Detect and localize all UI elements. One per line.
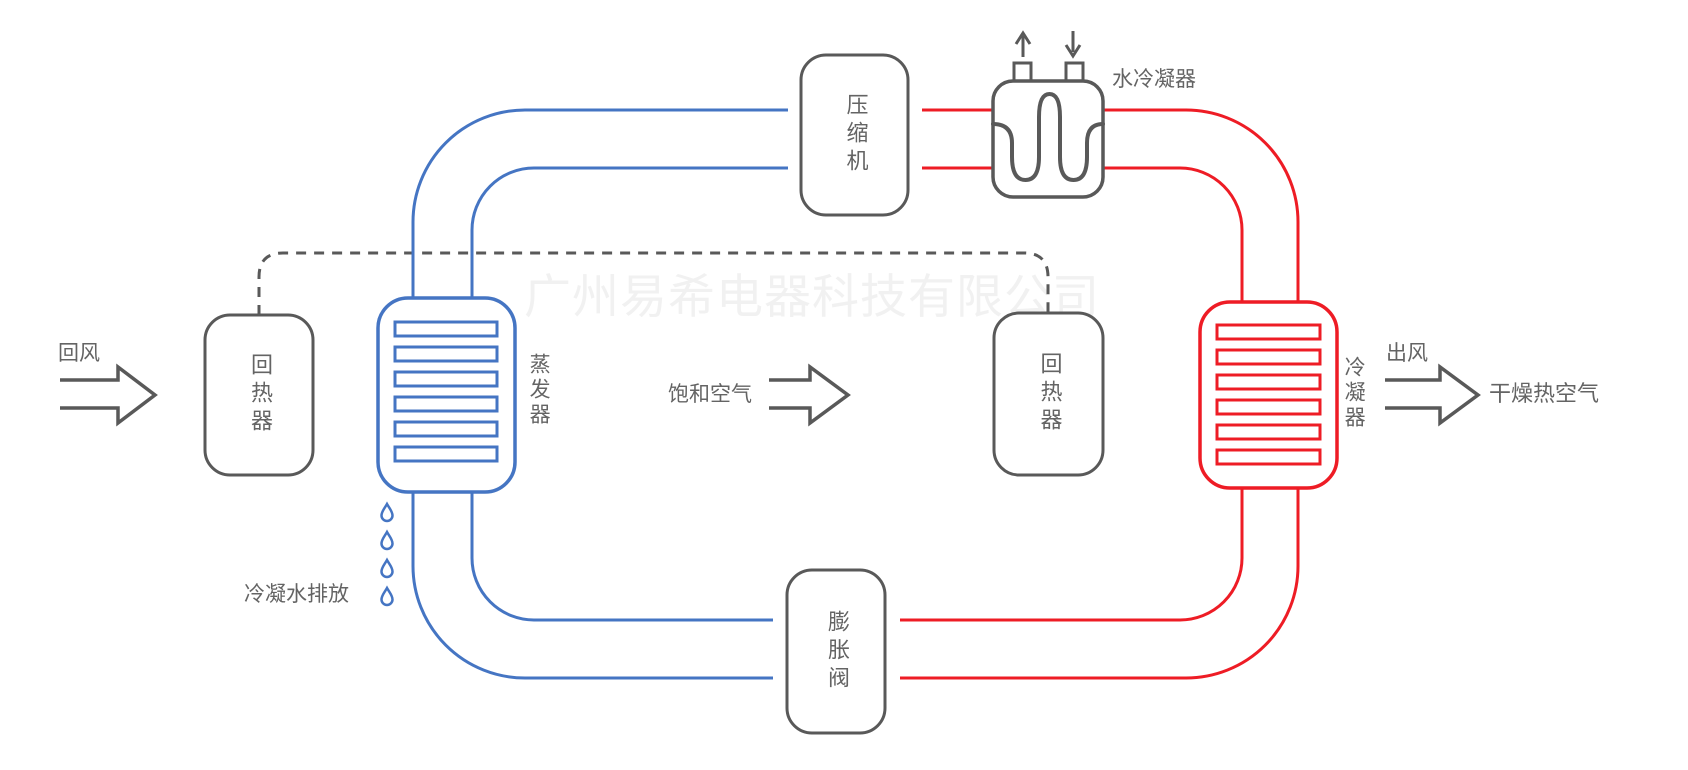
saturated-air-arrow-icon [769, 363, 851, 427]
water-condenser-body [991, 79, 1105, 199]
compressor-box [799, 53, 910, 217]
evaporator-label: 蒸发器 [527, 353, 552, 428]
coil-bar [393, 370, 499, 388]
water-droplet-icon [380, 501, 394, 523]
air-out-label: 出风 [1386, 341, 1428, 365]
coil-bar [393, 345, 499, 363]
water-condenser-port-out [1012, 61, 1033, 83]
saturated-air-label: 饱和空气 [668, 382, 752, 406]
watermark-text: 广州易希电器科技有限公司 [524, 270, 1100, 325]
evaporator-to-compressor-pipe-outer [411, 108, 788, 300]
reheater-left-label: 回热器 [247, 353, 272, 437]
coil-bar [1215, 373, 1322, 391]
coil-bar [1215, 448, 1322, 466]
water-condenser-port-in [1064, 61, 1085, 83]
coil-bar [393, 320, 499, 338]
air-out-arrow-icon [1385, 363, 1481, 427]
condenser-coil [1198, 300, 1339, 490]
evaporator-to-compressor-pipe-inner [470, 166, 788, 300]
condenser-to-expansion-valve-pipe-inner [900, 488, 1244, 622]
water-condenser-label: 水冷凝器 [1112, 67, 1196, 91]
watercondenser-to-condenser-pipe-outer [1103, 108, 1300, 302]
water-condenser-serpentine-tube [991, 91, 1105, 183]
condenser-to-expansion-valve-pipe-outer [900, 488, 1300, 680]
coil-bar [393, 420, 499, 438]
water-out-arrow-icon [1014, 30, 1032, 57]
coil-bar [1215, 323, 1322, 341]
reheater-left-box [203, 313, 315, 477]
coil-bar [393, 445, 499, 463]
coil-bar [1215, 423, 1322, 441]
watercondenser-to-condenser-pipe-inner [1103, 166, 1244, 302]
coil-bar [393, 395, 499, 413]
condensate-drain-label: 冷凝水排放 [244, 582, 349, 606]
return-air-arrow-icon [60, 363, 158, 427]
compressor-label: 压缩机 [842, 93, 868, 177]
hot-pipes [900, 108, 1300, 680]
water-droplet-icon [380, 529, 394, 551]
evaporator-coil [376, 296, 517, 494]
expansion-valve-to-evaporator-pipe-inner [470, 490, 773, 622]
coil-bar [1215, 398, 1322, 416]
condenser-label: 冷凝器 [1342, 356, 1367, 431]
water-droplet-icon [380, 557, 394, 579]
water-in-arrow-icon [1064, 31, 1082, 59]
expansion-valve-label: 膨胀阀 [824, 609, 849, 694]
dry-hot-air-label: 干燥热空气 [1489, 382, 1600, 407]
water-condenser-unit [991, 30, 1105, 199]
reheater-right-label: 回热器 [1036, 352, 1062, 436]
reheater-right-box [992, 311, 1105, 477]
water-droplet-icon [380, 585, 394, 607]
coil-bar [1215, 348, 1322, 366]
condensate-droplets [380, 501, 394, 607]
reheater-link-dashed-line [257, 251, 1050, 315]
expansion-valve-to-evaporator-pipe-outer [411, 490, 773, 680]
return-air-label: 回风 [58, 341, 100, 365]
expansion-valve-box [785, 568, 887, 735]
cold-pipes [411, 108, 788, 680]
